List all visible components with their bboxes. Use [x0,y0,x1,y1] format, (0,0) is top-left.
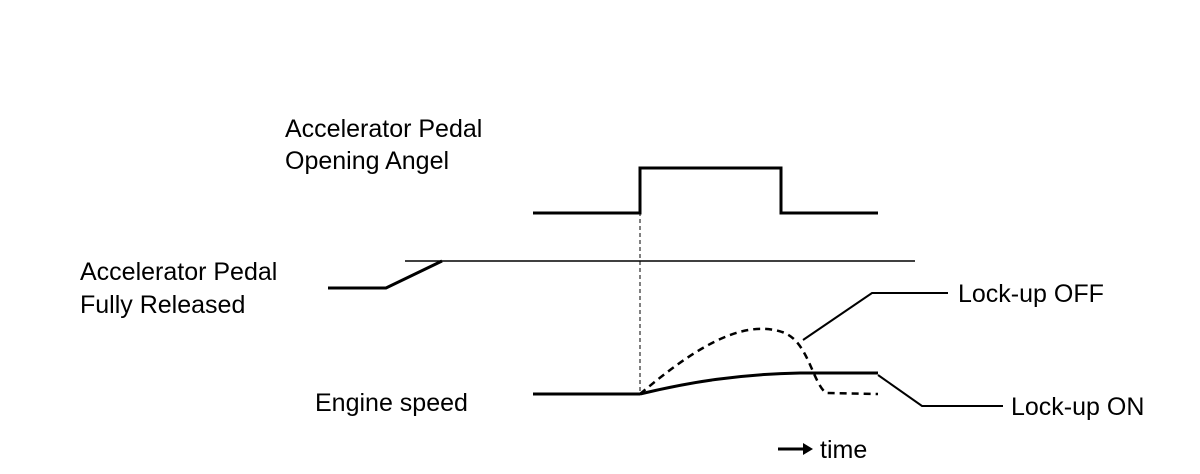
pedal-opening-label-line1: Accelerator Pedal [285,115,482,143]
pedal-opening-label-line2: Opening Angel [285,147,449,175]
time-label: time [820,436,867,464]
lockup-off-label: Lock-up OFF [958,280,1104,308]
pedal-released-label-line1: Accelerator Pedal [80,258,277,286]
lockup-on-label: Lock-up ON [1011,393,1144,421]
lockup-off-leader [802,292,948,341]
fully-released-signal [328,259,443,290]
lockup-on-curve [639,371,878,396]
pedal-opening-signal [533,166,878,215]
engine-speed-label: Engine speed [315,389,468,417]
pedal-released-label-line2: Fully Released [80,291,245,319]
lockup-off-curve [639,327,879,396]
right-arrow-icon [778,443,813,455]
lockup-on-leader [877,374,1003,407]
